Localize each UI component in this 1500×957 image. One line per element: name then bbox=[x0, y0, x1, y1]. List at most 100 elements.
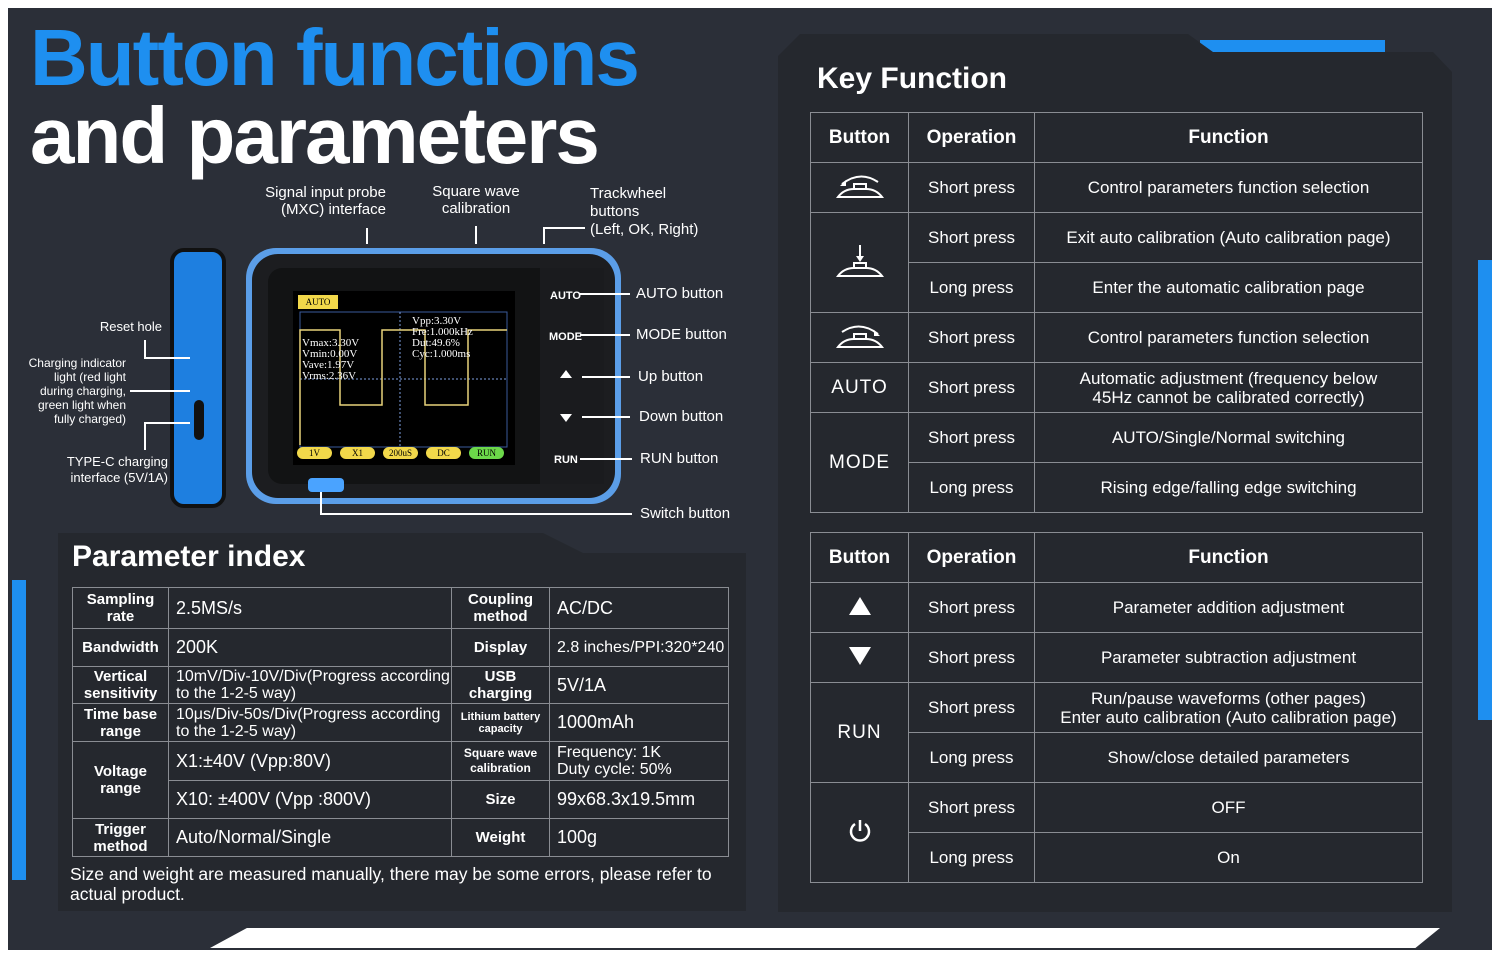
accent-bar bbox=[1200, 40, 1385, 52]
run-button[interactable]: RUN bbox=[554, 454, 578, 466]
function: Rising edge/falling edge switching bbox=[1034, 462, 1423, 513]
readout: Vmin:0.00V bbox=[302, 348, 358, 360]
button-name: RUN bbox=[810, 682, 909, 783]
param-value: 10μs/Div-50s/Div(Progress according to t… bbox=[168, 703, 452, 742]
function: Control parameters function selection bbox=[1034, 312, 1423, 363]
function: AUTO/Single/Normal switching bbox=[1034, 412, 1423, 463]
callout-charging: Charging indicator light (red light duri… bbox=[28, 356, 126, 426]
callout-mode: MODE button bbox=[636, 326, 727, 343]
chip: DC bbox=[426, 447, 461, 459]
accent-bar bbox=[1478, 260, 1492, 720]
readout: Fre:1.000kHz bbox=[412, 326, 473, 338]
operation: Short press bbox=[908, 412, 1035, 463]
callout-down: Down button bbox=[639, 408, 724, 425]
param-key: Bandwidth bbox=[72, 628, 169, 667]
parameter-note: Size and weight are measured manually, t… bbox=[70, 864, 712, 904]
operation: Short press bbox=[908, 682, 1035, 733]
callout-trackwheel: Trackwheel buttons (Left, OK, Right) bbox=[590, 185, 699, 238]
readout: Vpp:3.30V bbox=[412, 315, 462, 327]
header-function: Function bbox=[1034, 532, 1423, 583]
down-triangle-icon bbox=[810, 632, 909, 683]
title-line-2: and parameters bbox=[30, 91, 600, 180]
screen-mode: AUTO bbox=[298, 295, 338, 309]
button-name: AUTO bbox=[810, 362, 909, 413]
param-value: 10mV/Div-10V/Div(Progress according to t… bbox=[168, 666, 452, 704]
up-triangle-icon bbox=[810, 582, 909, 633]
callout-auto: AUTO button bbox=[636, 285, 724, 302]
readout: Vrms:2.36V bbox=[302, 370, 357, 382]
function: Exit auto calibration (Auto calibration … bbox=[1034, 212, 1423, 263]
param-key: Weight bbox=[451, 818, 550, 857]
operation: Short press bbox=[908, 312, 1035, 363]
function: Control parameters function selection bbox=[1034, 162, 1423, 213]
auto-button[interactable]: AUTO bbox=[550, 290, 581, 302]
param-key: Coupling method bbox=[451, 587, 550, 629]
param-value: X10: ±400V (Vpp :800V) bbox=[168, 780, 452, 819]
chip: X1 bbox=[340, 447, 375, 459]
param-key: Vertical sensitivity bbox=[72, 666, 169, 704]
param-value: Auto/Normal/Single bbox=[168, 818, 452, 857]
function: Parameter subtraction adjustment bbox=[1034, 632, 1423, 683]
readout: Dut:49.6% bbox=[412, 337, 460, 349]
param-value: 2.8 inches/PPI:320*240 bbox=[549, 628, 729, 667]
param-key: Square wave calibration bbox=[451, 741, 550, 781]
callout-typec: TYPE-C charging interface (5V/1A) bbox=[66, 454, 168, 485]
param-value: 5V/1A bbox=[549, 666, 729, 704]
chip: RUN bbox=[469, 447, 504, 459]
button-name: MODE bbox=[810, 412, 909, 513]
readout: Vmax:3.30V bbox=[302, 337, 360, 349]
param-key: Time base range bbox=[72, 703, 169, 742]
operation: Short press bbox=[908, 782, 1035, 833]
mode-button[interactable]: MODE bbox=[549, 331, 582, 343]
title-line-1: Button functions bbox=[30, 13, 640, 102]
param-value: X1:±40V (Vpp:80V) bbox=[168, 741, 452, 781]
param-key: Size bbox=[451, 780, 550, 819]
callout-reset: Reset hole bbox=[99, 319, 162, 334]
accent-bar bbox=[210, 928, 1440, 948]
callout-up: Up button bbox=[638, 368, 704, 385]
header-button: Button bbox=[810, 112, 909, 163]
param-key: Trigger method bbox=[72, 818, 169, 857]
power-icon bbox=[810, 782, 909, 883]
trackwheel-right-icon bbox=[810, 312, 909, 363]
screen-chips: 1V X1 200uS DC RUN bbox=[297, 447, 504, 459]
header-operation: Operation bbox=[908, 112, 1035, 163]
param-key: USB charging bbox=[451, 666, 550, 704]
param-key: Voltage range bbox=[72, 741, 169, 819]
device-illustration bbox=[130, 226, 632, 515]
callout-run: RUN button bbox=[640, 450, 719, 467]
param-key: Display bbox=[451, 628, 550, 667]
function: OFF bbox=[1034, 782, 1423, 833]
header-function: Function bbox=[1034, 112, 1423, 163]
param-value: AC/DC bbox=[549, 587, 729, 629]
header-button: Button bbox=[810, 532, 909, 583]
param-value: 200K bbox=[168, 628, 452, 667]
param-value: 1000mAh bbox=[549, 703, 729, 742]
operation: Short press bbox=[908, 632, 1035, 683]
function: On bbox=[1034, 832, 1423, 883]
function: Run/pause waveforms (other pages) Enter … bbox=[1034, 682, 1423, 733]
param-value: 99x68.3x19.5mm bbox=[549, 780, 729, 819]
